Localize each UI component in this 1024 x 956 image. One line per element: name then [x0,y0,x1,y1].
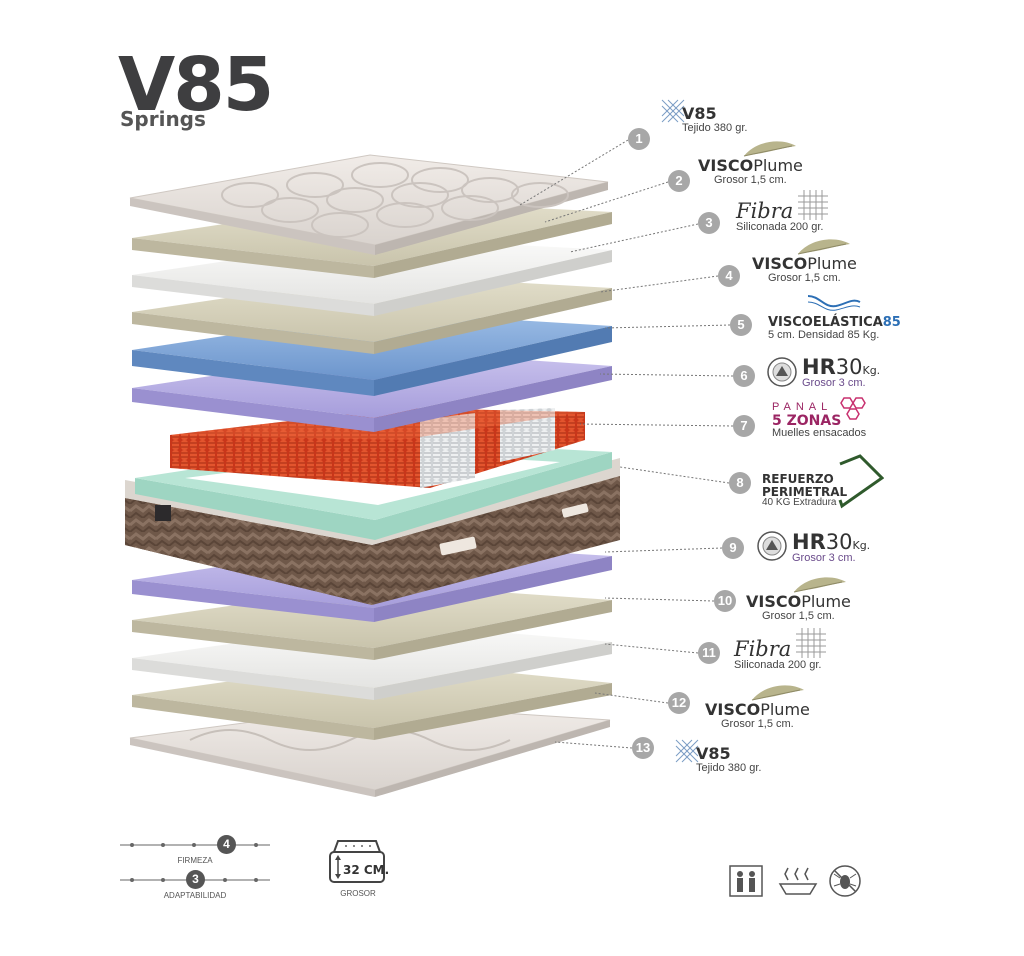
layer-6-brand-light: 30 [835,355,863,379]
layer-4-sub: Grosor 1,5 cm. [768,271,841,284]
layer-label-4: VISCOPlume Grosor 1,5 cm. [752,254,857,284]
layer-7-sub: Muelles ensacados [772,427,867,440]
layer-1-brand: V85 [682,104,717,123]
fiber-grid-icon [798,190,828,220]
product-subtitle: Springs [120,107,206,131]
layer-6-unit: Kg. [862,364,881,377]
layer-2-brand: VISCO [698,156,754,175]
layer-badge-13: 13 [632,737,654,759]
mesh-fabric-icon [675,739,699,763]
fiber-grid-icon [796,628,826,658]
firmeza-value: 4 [217,835,236,854]
layer-10-sub: Grosor 1,5 cm. [762,609,835,622]
grosor-value: 32 CM. [343,863,390,877]
mattress-thickness-icon [329,840,385,883]
feather-icon [743,141,796,157]
leader-lines [519,139,734,749]
layer-12-sub: Grosor 1,5 cm. [721,717,794,730]
layer-11-sub: Siliconada 200 gr. [734,659,822,672]
layer-badge-10: 10 [714,590,736,612]
feather-icon [797,239,850,255]
layer-label-2: VISCOPlume Grosor 1,5 cm. [698,156,803,186]
layer-label-8: REFUERZO PERIMETRAL 40 KG Extradura [762,473,847,509]
layer-9-brand: HR [792,530,826,554]
hr-foam-icon [767,357,797,387]
layer-label-5: VISCOELÁSTICA85 5 cm. Densidad 85 Kg. [768,316,901,341]
layer-badge-2: 2 [668,170,690,192]
layer-9-unit: Kg. [852,539,871,552]
layer-12-brand: VISCO [705,700,761,719]
layer-7-brand: PANAL [772,401,833,413]
layer-3-sub: Siliconada 200 gr. [736,221,824,234]
layer-label-1: V85 Tejido 380 gr. [682,104,748,134]
mesh-fabric-icon [661,99,685,123]
adaptabilidad-value: 3 [186,870,205,889]
layer-2-sub: Grosor 1,5 cm. [714,173,787,186]
layer-8-brand: REFUERZO [762,472,834,486]
layer-3-brand: Fibra [736,199,794,223]
layer-label-11: Fibra Siliconada 200 gr. [734,638,821,672]
layer-1-sub: Tejido 380 gr. [682,121,748,134]
layer-4-brand: VISCO [752,254,808,273]
layer-label-3: Fibra Siliconada 200 gr. [736,200,823,234]
layer-8-brand-light: PERIMETRAL [762,484,848,499]
layer-5-brand-mid: ELÁSTICA [812,315,883,330]
layer-badge-7: 7 [733,415,755,437]
layer-6-brand: HR [802,355,836,379]
layer-badge-3: 3 [698,212,720,234]
breathable-icon [778,867,818,895]
layer-badge-6: 6 [733,365,755,387]
layer-label-13: V85 Tejido 380 gr. [696,744,762,774]
layer-5-sub: 5 cm. Densidad 85 Kg. [768,328,880,341]
honeycomb-icon [840,397,866,420]
layer-11-brand: Fibra [734,637,792,661]
layer-label-10: VISCOPlume Grosor 1,5 cm. [746,592,851,622]
feather-icon [793,577,846,593]
layer-9-sub: Grosor 3 cm. [792,552,856,565]
layer-13-brand: V85 [696,744,731,763]
layer-badge-1: 1 [628,128,650,150]
hr-foam-icon [757,531,787,561]
layer-label-9: HR30Kg. Grosor 3 cm. [792,531,870,565]
layer-label-7: PANAL 5 ZONAS Muelles ensacados [772,401,867,440]
two-people-icon [729,865,763,897]
layer-label-12: VISCOPlume Grosor 1,5 cm. [705,700,810,730]
layer-5-brand-num: 85 [882,315,901,330]
layer-4-brand-light: Plume [807,254,857,273]
feather-icon [751,685,804,701]
layer-badge-4: 4 [718,265,740,287]
layer-8-sub: 40 KG Extradura [762,497,837,509]
layer-6-sub: Grosor 3 cm. [802,377,866,390]
layer-13-quilted-cover [129,704,611,797]
layer-13-sub: Tejido 380 gr. [696,761,762,774]
layer-badge-8: 8 [729,472,751,494]
layer-12-brand-light: Plume [760,700,810,719]
layer-9-brand-light: 30 [825,530,853,554]
layer-1-quilted-cover [129,154,609,255]
layer-7-brand-light: 5 ZONAS [772,412,842,429]
layer-10-brand-light: Plume [801,592,851,611]
layer-5-brand: VISCO [768,315,813,330]
layer-badge-12: 12 [668,692,690,714]
adaptabilidad-label: ADAPTABILIDAD [163,891,227,900]
layer-badge-11: 11 [698,642,720,664]
grosor-label: GROSOR [340,889,376,898]
layer-10-brand: VISCO [746,592,802,611]
anti-mite-icon [829,865,861,897]
layer-label-6: HR30Kg. Grosor 3 cm. [802,356,880,390]
perimeter-frame-icon [838,454,884,509]
layer-badge-9: 9 [722,537,744,559]
wave-foam-icon [807,295,861,311]
product-title: V85 [118,42,274,128]
layer-2-brand-light: Plume [753,156,803,175]
firmeza-label: FIRMEZA [177,856,213,865]
layer-badge-5: 5 [730,314,752,336]
